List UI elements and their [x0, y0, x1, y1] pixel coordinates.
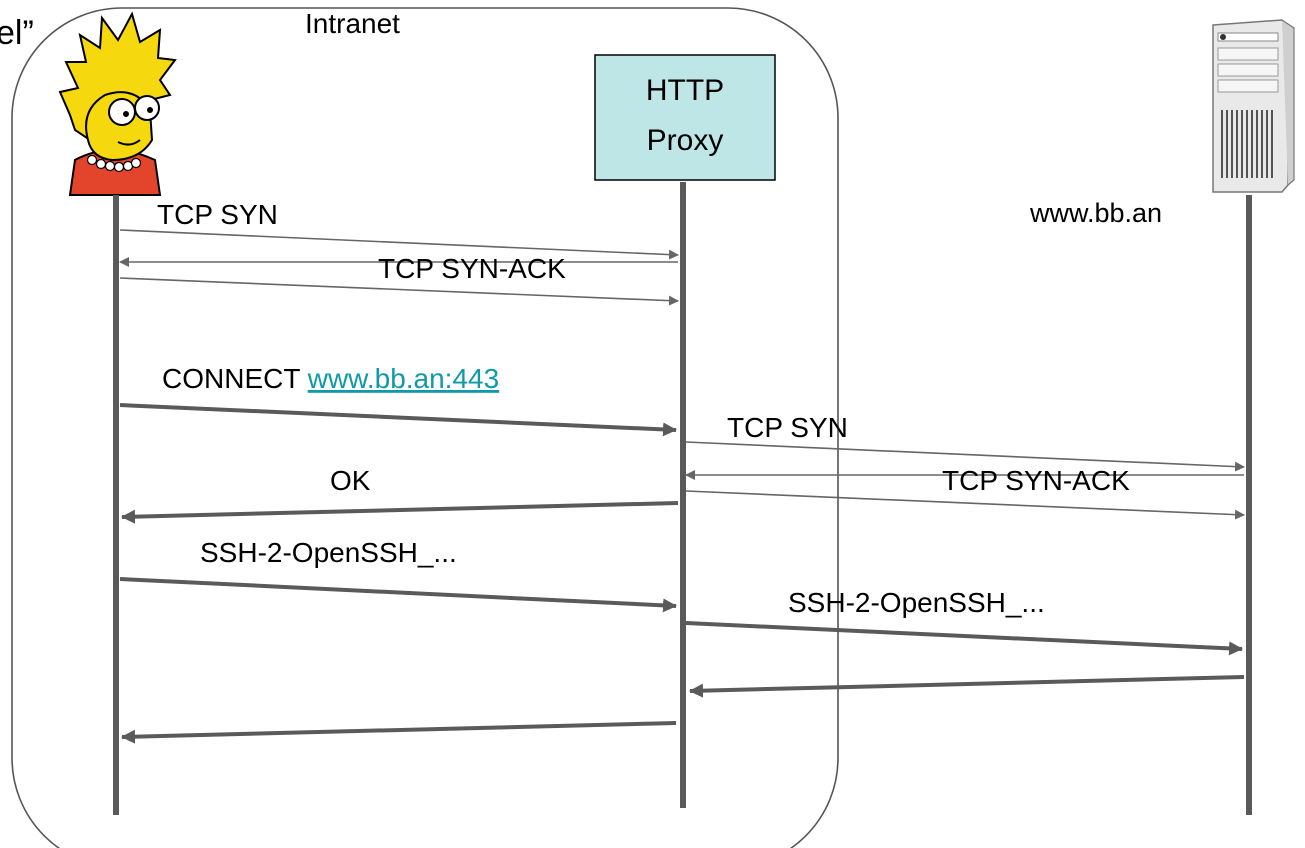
cartoon-character-icon: [58, 11, 177, 196]
intranet-region: [11, 7, 839, 848]
arrow-connect: [119, 403, 677, 437]
msg-ssh-1: SSH-2-OpenSSH_...: [200, 537, 457, 568]
msg-connect: CONNECT www.bb.an:443: [162, 363, 499, 394]
msg-tcp-synack-1: TCP SYN-ACK: [378, 253, 566, 284]
arrow-ssh-1: [119, 577, 677, 613]
connect-url-link[interactable]: www.bb.an:443: [307, 363, 499, 394]
arrow-tcp-syn-2: [685, 441, 1245, 472]
arrow-tcp-ack-1: [119, 277, 679, 306]
proxy-label-line2: Proxy: [647, 124, 724, 157]
server-label: www.bb.an: [1029, 198, 1162, 228]
msg-tcp-syn-1: TCP SYN: [157, 199, 278, 230]
msg-ok: OK: [330, 465, 371, 496]
arrow-tcp-ack-2: [685, 490, 1245, 520]
arrow-ok: [121, 501, 679, 524]
arrow-ssh-2: [685, 621, 1243, 656]
title-fragment: el”: [0, 14, 34, 52]
msg-tcp-synack-2: TCP SYN-ACK: [942, 465, 1130, 496]
arrow-proxy-to-client: [121, 721, 677, 744]
arrow-tcp-syn-1: [119, 229, 679, 260]
http-proxy-box: HTTP Proxy: [594, 54, 776, 181]
arrow-server-to-proxy: [689, 675, 1245, 698]
tower-server-icon: [1212, 19, 1295, 193]
connect-prefix: CONNECT: [162, 363, 308, 394]
proxy-label-line1: HTTP: [646, 74, 724, 107]
msg-ssh-2: SSH-2-OpenSSH_...: [788, 587, 1045, 618]
intranet-label: Intranet: [305, 8, 400, 39]
msg-tcp-syn-2: TCP SYN: [727, 412, 848, 443]
